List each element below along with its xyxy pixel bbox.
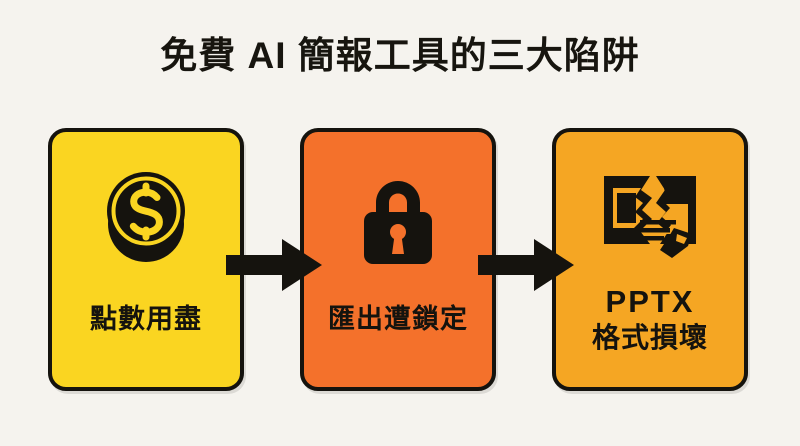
arrow-right-icon: [478, 236, 574, 294]
pitfall-card-label-line-1: PPTX: [605, 284, 695, 319]
pitfall-card-label: PPTX 格式損壞: [556, 284, 744, 354]
pitfall-card-credits-exhausted[interactable]: 點數用盡: [48, 128, 244, 391]
pitfall-card-label: 點數用盡: [90, 304, 202, 334]
pitfall-card-row: 點數用盡 匯出遭鎖定: [48, 128, 752, 395]
broken-slide-icon: [598, 164, 702, 268]
coin-dollar-icon: [94, 164, 198, 268]
page-title: 免費 AI 簡報工具的三大陷阱: [160, 35, 640, 76]
arrow-right-icon: [226, 236, 322, 294]
pitfall-card-label-line-2: 格式損壞: [591, 321, 708, 353]
pitfall-card-label: 匯出遭鎖定: [328, 304, 468, 334]
pitfall-card-pptx-format-broken[interactable]: PPTX 格式損壞: [552, 128, 748, 391]
padlock-icon: [346, 164, 450, 268]
pitfall-card-export-locked[interactable]: 匯出遭鎖定: [300, 128, 496, 391]
